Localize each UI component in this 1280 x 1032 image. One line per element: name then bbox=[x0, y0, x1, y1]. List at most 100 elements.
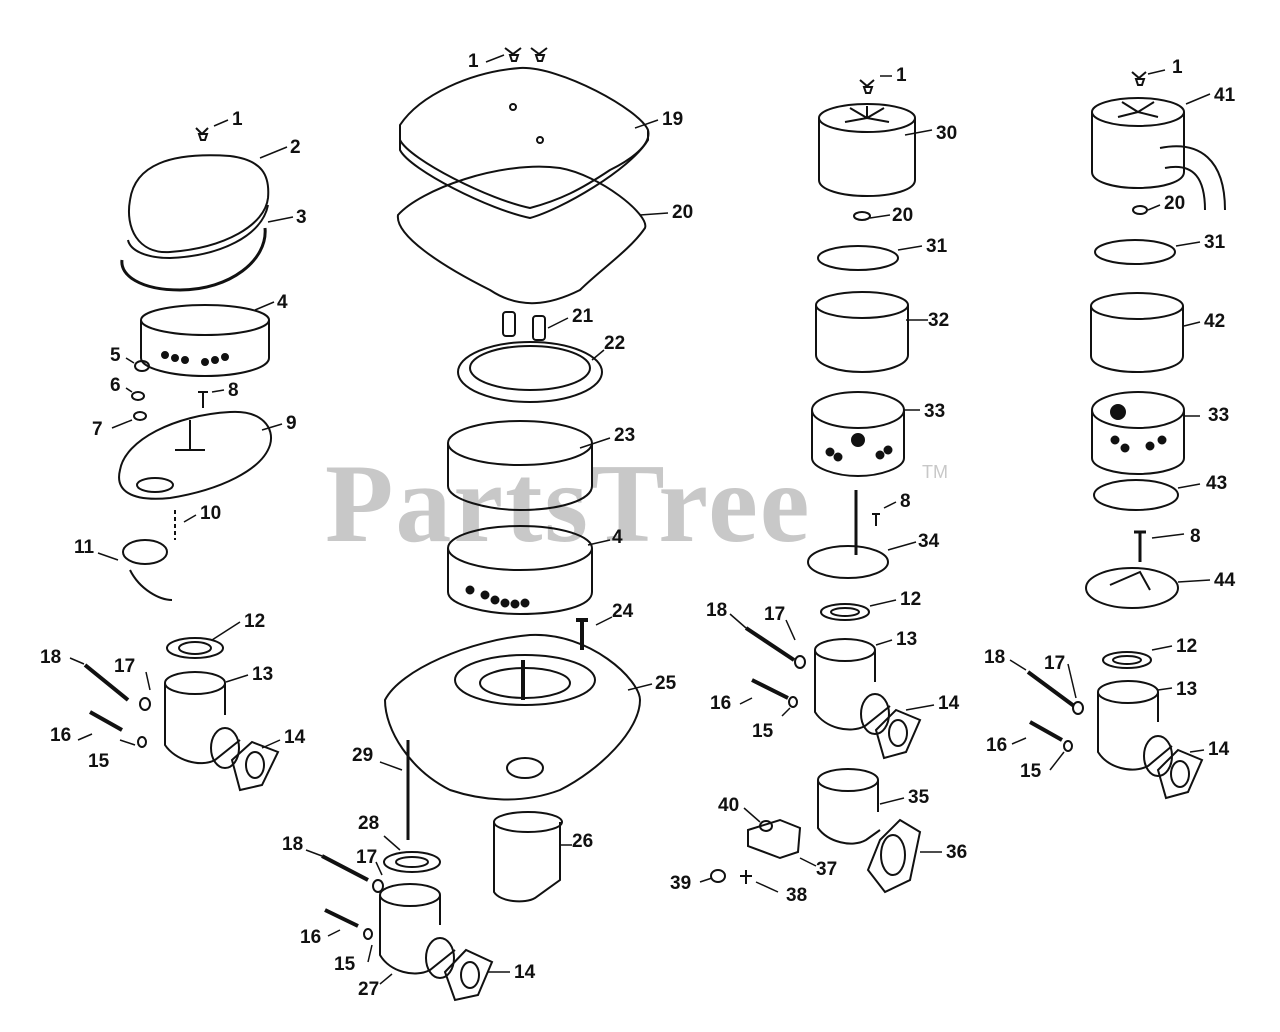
callout-b29: 29 bbox=[352, 745, 374, 766]
callout-a7: 7 bbox=[92, 419, 103, 440]
callout-c34: 34 bbox=[918, 531, 940, 552]
part-c32-element bbox=[815, 291, 909, 374]
callout-d31: 31 bbox=[1204, 232, 1226, 253]
part-d33-screen bbox=[1091, 391, 1185, 476]
part-a4-screen bbox=[140, 304, 270, 378]
callout-b4: 4 bbox=[612, 527, 623, 548]
callout-d17: 17 bbox=[1044, 653, 1066, 674]
callout-b25: 25 bbox=[655, 673, 677, 694]
part-a11-adapter bbox=[122, 539, 173, 601]
callout-b28: 28 bbox=[358, 813, 380, 834]
part-c31-plate bbox=[817, 245, 899, 271]
callout-a3: 3 bbox=[296, 207, 307, 228]
callout-c12: 12 bbox=[900, 589, 922, 610]
callout-d14: 14 bbox=[1208, 739, 1230, 760]
callout-d18: 18 bbox=[984, 647, 1006, 668]
part-c30-cover bbox=[818, 103, 916, 198]
callout-c30: 30 bbox=[936, 123, 958, 144]
callout-c32: 32 bbox=[928, 310, 950, 331]
callout-d13: 13 bbox=[1176, 679, 1198, 700]
part-c12-gasket bbox=[820, 603, 870, 621]
callout-b19: 19 bbox=[662, 109, 684, 130]
callout-a10: 10 bbox=[200, 503, 222, 524]
part-c33-screen bbox=[811, 391, 905, 478]
part-c36-gasket bbox=[866, 818, 922, 894]
part-c37-bracket bbox=[747, 818, 802, 860]
callout-d12: 12 bbox=[1176, 636, 1198, 657]
callout-a4: 4 bbox=[277, 292, 288, 313]
part-c8-screw bbox=[872, 513, 880, 526]
callout-c37: 37 bbox=[816, 859, 838, 880]
part-d1-wing-nut bbox=[1131, 71, 1147, 86]
callout-b14: 14 bbox=[514, 962, 536, 983]
callout-b27: 27 bbox=[358, 979, 380, 1000]
part-d43-gasket bbox=[1093, 479, 1179, 511]
part-b20-gasket bbox=[396, 165, 647, 305]
watermark-trademark: TM bbox=[922, 462, 948, 482]
callout-c15: 15 bbox=[752, 721, 774, 742]
part-c34-base bbox=[807, 490, 889, 579]
callout-c17: 17 bbox=[764, 604, 786, 625]
part-b27-elbow bbox=[379, 883, 456, 979]
part-b28-gasket bbox=[383, 851, 441, 873]
callout-b24: 24 bbox=[612, 601, 634, 622]
part-c38-c39-c40-hardware bbox=[710, 820, 773, 884]
part-c35-elbow bbox=[817, 768, 881, 845]
callout-a8: 8 bbox=[228, 380, 239, 401]
part-d31-plate bbox=[1094, 239, 1176, 265]
callout-c18: 18 bbox=[706, 600, 728, 621]
callout-c8: 8 bbox=[900, 491, 911, 512]
part-a8-stud bbox=[198, 391, 208, 408]
callout-a9: 9 bbox=[286, 413, 297, 434]
part-a14-gasket bbox=[230, 740, 280, 792]
part-b23-element bbox=[447, 420, 593, 512]
callout-c1: 1 bbox=[896, 65, 907, 86]
callout-b20: 20 bbox=[672, 202, 694, 223]
callout-b16: 16 bbox=[300, 927, 322, 948]
part-a9-base bbox=[118, 410, 272, 500]
callout-a11: 11 bbox=[74, 537, 95, 558]
part-b14-gasket bbox=[443, 948, 494, 1002]
callout-d41: 41 bbox=[1214, 85, 1236, 106]
part-a12-gasket bbox=[166, 637, 224, 659]
callout-a16: 16 bbox=[50, 725, 72, 746]
part-b19-cover bbox=[399, 66, 650, 220]
callout-b21: 21 bbox=[572, 306, 594, 327]
callout-c20: 20 bbox=[892, 205, 914, 226]
callout-b17: 17 bbox=[356, 847, 378, 868]
callout-b22: 22 bbox=[604, 333, 626, 354]
part-c20-grommet bbox=[853, 211, 871, 221]
callout-c35: 35 bbox=[908, 787, 930, 808]
callout-b26: 26 bbox=[572, 831, 594, 852]
callout-b18: 18 bbox=[282, 834, 304, 855]
part-c-bolts bbox=[744, 626, 806, 708]
part-a-bolts bbox=[83, 663, 151, 748]
callout-a2: 2 bbox=[290, 137, 301, 158]
callout-b1: 1 bbox=[468, 51, 479, 72]
callout-c16: 16 bbox=[710, 693, 732, 714]
part-b1-wing-nuts bbox=[504, 47, 548, 62]
callout-a5: 5 bbox=[110, 345, 121, 366]
callout-d42: 42 bbox=[1204, 311, 1226, 332]
leader-lines bbox=[69, 54, 1211, 985]
part-d14-gasket bbox=[1156, 748, 1204, 800]
callout-d44: 44 bbox=[1214, 570, 1236, 591]
callout-c33: 33 bbox=[924, 401, 946, 422]
part-d20-grommet bbox=[1132, 205, 1148, 215]
callout-a18: 18 bbox=[40, 647, 62, 668]
callout-a6: 6 bbox=[110, 375, 121, 396]
part-a2-cover bbox=[127, 154, 270, 260]
part-a13-elbow bbox=[164, 671, 241, 769]
callout-c31: 31 bbox=[926, 236, 948, 257]
callout-a15: 15 bbox=[88, 751, 110, 772]
callout-a12: 12 bbox=[244, 611, 266, 632]
part-d44-base bbox=[1085, 567, 1179, 609]
part-d41-cover bbox=[1091, 97, 1226, 211]
part-b22-plate bbox=[457, 341, 603, 403]
part-b4-screen bbox=[447, 525, 593, 616]
callout-d20: 20 bbox=[1164, 193, 1186, 214]
callout-b23: 23 bbox=[614, 425, 636, 446]
callout-b15: 15 bbox=[334, 954, 356, 975]
callout-a1: 1 bbox=[232, 109, 243, 130]
